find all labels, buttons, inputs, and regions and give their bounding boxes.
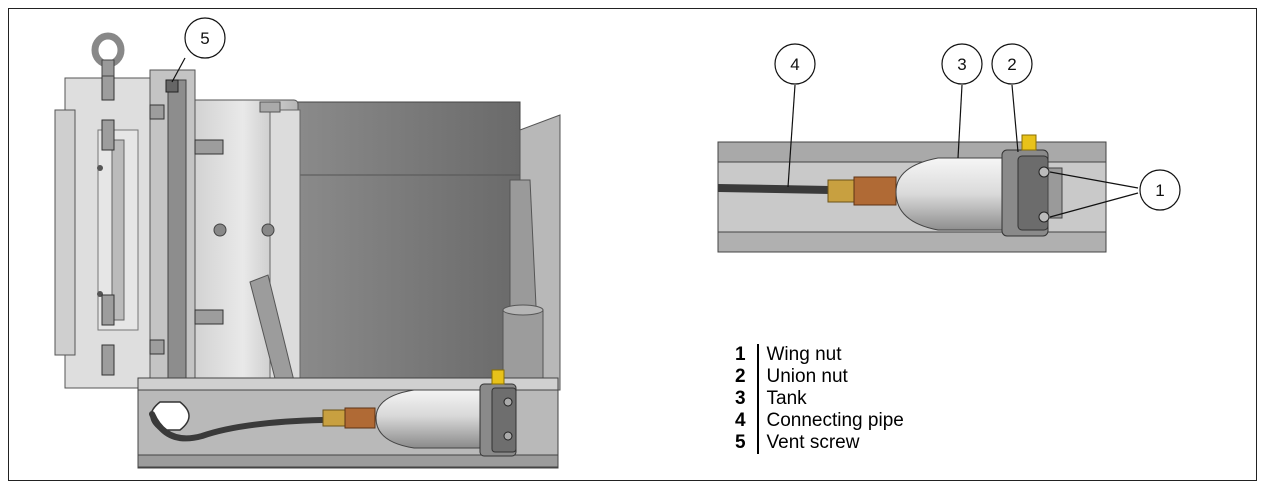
callout-1-label: 1 [1155,181,1164,200]
legend-number: 3 [735,388,746,409]
legend-number: 1 [735,344,746,365]
legend-row: 3 Tank [735,388,904,410]
legend-number: 5 [735,432,746,453]
legend-divider [757,410,759,432]
connecting-pipe [149,411,325,442]
callout-1 [1139,169,1181,211]
tank-detail-illustration: 4 3 2 1 [717,43,1181,253]
wing-nut-bottom [1038,211,1050,223]
connecting-pipe [717,184,831,194]
tank [895,157,1011,231]
callout-4-label: 4 [790,55,799,74]
legend-label: Vent screw [766,432,860,453]
legend-label: Wing nut [766,344,842,365]
lifting-eye [91,32,125,77]
parts-legend: 1 Wing nut 2 Union nut 3 Tank 4 Connecti… [735,344,904,454]
legend-label: Union nut [766,366,848,387]
legend-label: Connecting pipe [766,410,904,431]
callout-5 [184,17,226,59]
vent-screw [165,79,179,93]
callout-3-label: 3 [957,55,966,74]
callout-2 [991,43,1033,85]
wing-nut [503,397,513,407]
callout-4 [774,43,816,85]
legend-label: Tank [766,388,807,409]
callout-5-label: 5 [200,29,209,48]
tank [375,389,493,449]
legend-row: 2 Union nut [735,366,904,388]
callout-3 [941,43,983,85]
pump-assembly-illustration: 5 [54,17,561,469]
wing-nut-top [1038,166,1050,178]
gear-housing [284,101,521,393]
legend-divider [757,366,759,388]
legend-divider [757,432,759,454]
legend-row: 1 Wing nut [735,344,904,366]
legend-divider [757,388,759,410]
legend-number: 4 [735,410,746,431]
legend-row: 4 Connecting pipe [735,410,904,432]
legend-divider [757,344,759,366]
callout-2-label: 2 [1007,55,1016,74]
legend-number: 2 [735,366,746,387]
legend-row: 5 Vent screw [735,432,904,454]
